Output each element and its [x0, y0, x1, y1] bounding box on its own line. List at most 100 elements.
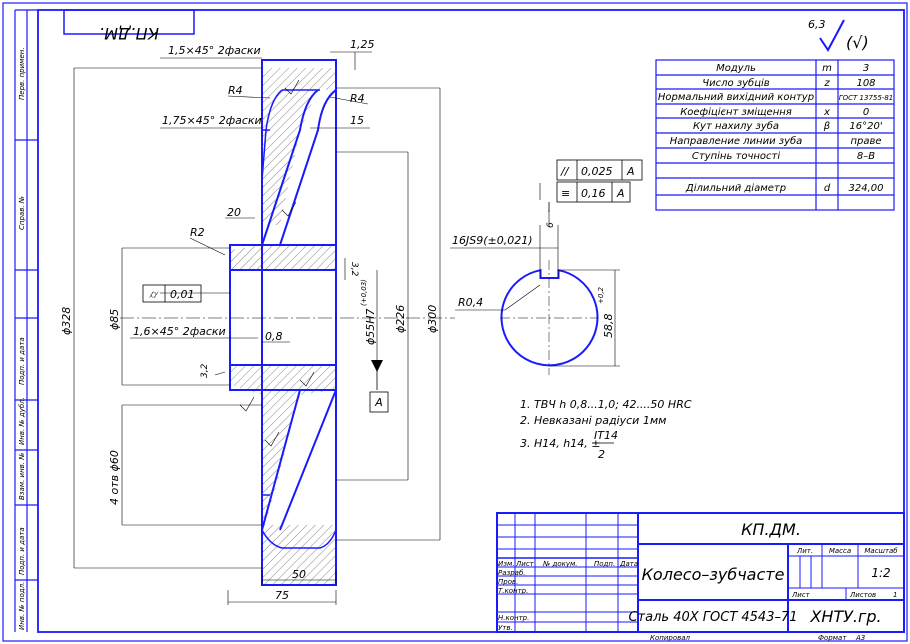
tb-role-5: Утв. [498, 624, 513, 632]
param-name-3: Коефіцієнт зміщення [680, 106, 792, 118]
dim-15: 15 [350, 114, 364, 127]
tb-col-lit: Лит. [796, 547, 813, 555]
dim-08: 0,8 [265, 330, 283, 343]
dim-r4-right: R4 [350, 92, 365, 105]
runout-symbol: ⌭ [149, 288, 159, 301]
dim-chamfer-mid: 1,75×45° 2фаски [162, 114, 262, 127]
param-name-5: Направление линии зуба [670, 135, 803, 147]
side-label-1: Перв. примен. [18, 47, 26, 100]
datum-a-label: A [374, 396, 383, 409]
top-stamp-text: КП.ДМ. [99, 24, 159, 43]
top-stamp: КП.ДМ. [63, 9, 195, 43]
runout-value: 0,01 [170, 288, 195, 301]
tb-col-scale: Масштаб [864, 547, 898, 555]
param-name-6: Ступінь точності [692, 150, 780, 162]
param-sym-0: m [822, 63, 832, 74]
side-strip [14, 9, 38, 632]
tb-role-2: Т.контр. [498, 587, 528, 595]
params-table-grid [655, 59, 895, 211]
param-name-1: Число зубців [702, 77, 770, 89]
tb-role-0: Разраб. [498, 569, 526, 577]
tb-hdr-list: Лист [515, 560, 535, 568]
dim-d328: ϕ328 [60, 307, 73, 335]
tol-symmetry-datum: A [616, 187, 625, 200]
tol-symmetry-symbol: ≡ [561, 187, 570, 200]
technical-notes: 1. ТВЧ h 0,8...1,0; 42....50 HRC 2. Невк… [520, 398, 692, 461]
dimension-lines [73, 51, 441, 605]
dim-r2: R2 [190, 226, 205, 239]
params-table: Модуль m 3 Число зубців z 108 Нормальний… [658, 63, 893, 194]
key-6: 6 [546, 222, 556, 228]
tb-part-name: Колесо–зубчасте [642, 565, 785, 584]
side-label-4: Инв. № дубл. [18, 397, 26, 445]
tb-hdr-izm: Изм. [498, 560, 514, 568]
dim-d226: ϕ226 [394, 305, 407, 333]
param-val-6: 8–В [857, 151, 875, 162]
param-val-2: ГОСТ 13755-81 [839, 94, 894, 102]
roughness-rest: (√) [846, 33, 869, 52]
param-sym-8: d [824, 183, 831, 194]
tb-hdr-podp: Подп. [594, 560, 615, 568]
dim-d55: ϕ55H7 [364, 308, 377, 345]
tb-material: Сталь 40Х ГОСТ 4543–71 [628, 610, 797, 625]
tol-parallel-symbol: // [560, 165, 570, 178]
tb-role-4: Н.контр. [498, 614, 529, 622]
key-depth-tol: +0,2 [597, 286, 605, 304]
param-name-0: Модуль [716, 63, 756, 74]
dim-r4-left: R4 [228, 84, 243, 97]
tol-frames [548, 159, 643, 212]
dim-125: 1,25 [350, 38, 375, 51]
dim-chamfer-top: 1,5×45° 2фаски [168, 44, 261, 57]
copied-label: Копировал [650, 634, 691, 642]
side-label-7: Инв. № подл. [18, 582, 26, 630]
param-val-8: 324,00 [849, 183, 884, 194]
side-label-6: Подп. и дата [18, 527, 26, 575]
key-width: 16JS9(±0,021) [452, 234, 533, 247]
side-label-3: Подп. и дата [18, 337, 26, 385]
tb-sheets-value: 1 [893, 591, 897, 599]
param-val-0: 3 [863, 63, 869, 74]
dim-32-top: 3,2 [349, 262, 359, 277]
dim-75: 75 [275, 589, 289, 602]
note-2: 2. Невказані радіуси 1мм [520, 414, 666, 427]
tb-scale: 1:2 [871, 566, 890, 580]
dim-chamfer-hub: 1,6×45° 2фаски [133, 325, 226, 338]
param-val-4: 16°20' [849, 121, 882, 132]
tb-hdr-doc: № докум. [542, 560, 578, 568]
tb-hdr-data: Дата [619, 560, 638, 568]
note-1: 1. ТВЧ h 0,8...1,0; 42....50 HRC [520, 398, 692, 411]
param-val-1: 108 [856, 78, 875, 89]
tb-col-mass: Масса [829, 547, 851, 555]
dim-holes: 4 отв ϕ60 [108, 450, 121, 505]
tb-doc-code: КП.ДМ. [741, 520, 801, 539]
note-3: 3. Н14, h14, ± [520, 437, 600, 450]
param-sym-3: x [823, 107, 830, 118]
tol-symmetry-value: 0,16 [581, 187, 606, 200]
dim-20: 20 [227, 206, 241, 219]
keyway-view [450, 183, 620, 375]
param-name-8: Ділильний діаметр [685, 182, 786, 194]
tb-role-1: Пров. [498, 578, 518, 586]
roughness-marks [239, 79, 315, 447]
param-sym-1: z [823, 78, 830, 89]
dim-d300: ϕ300 [426, 305, 439, 333]
runout-frame: ⌭ 0,01 [142, 284, 202, 303]
inner-frame [37, 9, 905, 633]
dim-32-bottom: 3,2 [200, 363, 210, 378]
dim-d85: ϕ85 [108, 309, 121, 330]
gear-section [229, 59, 337, 586]
note-3-bottom: 2 [598, 448, 605, 461]
tb-sheet: Лист [791, 591, 811, 599]
roughness-value: 6,3 [808, 18, 826, 31]
tb-sheets: Листов [849, 591, 876, 599]
datum-a: A [369, 360, 389, 413]
side-label-5: Взам. инв. № [18, 452, 26, 500]
dim-d55-tol: (+0,03) [360, 279, 368, 306]
tb-org: ХНТУ.гр. [809, 607, 881, 626]
title-block: КП.ДМ. Колесо–зубчасте Сталь 40Х ГОСТ 45… [498, 520, 898, 632]
format-label: Формат [818, 634, 847, 642]
tol-parallel-datum: A [626, 165, 635, 178]
param-name-2: Нормальний вихідний контур [658, 91, 814, 103]
param-sym-4: β [823, 121, 831, 132]
